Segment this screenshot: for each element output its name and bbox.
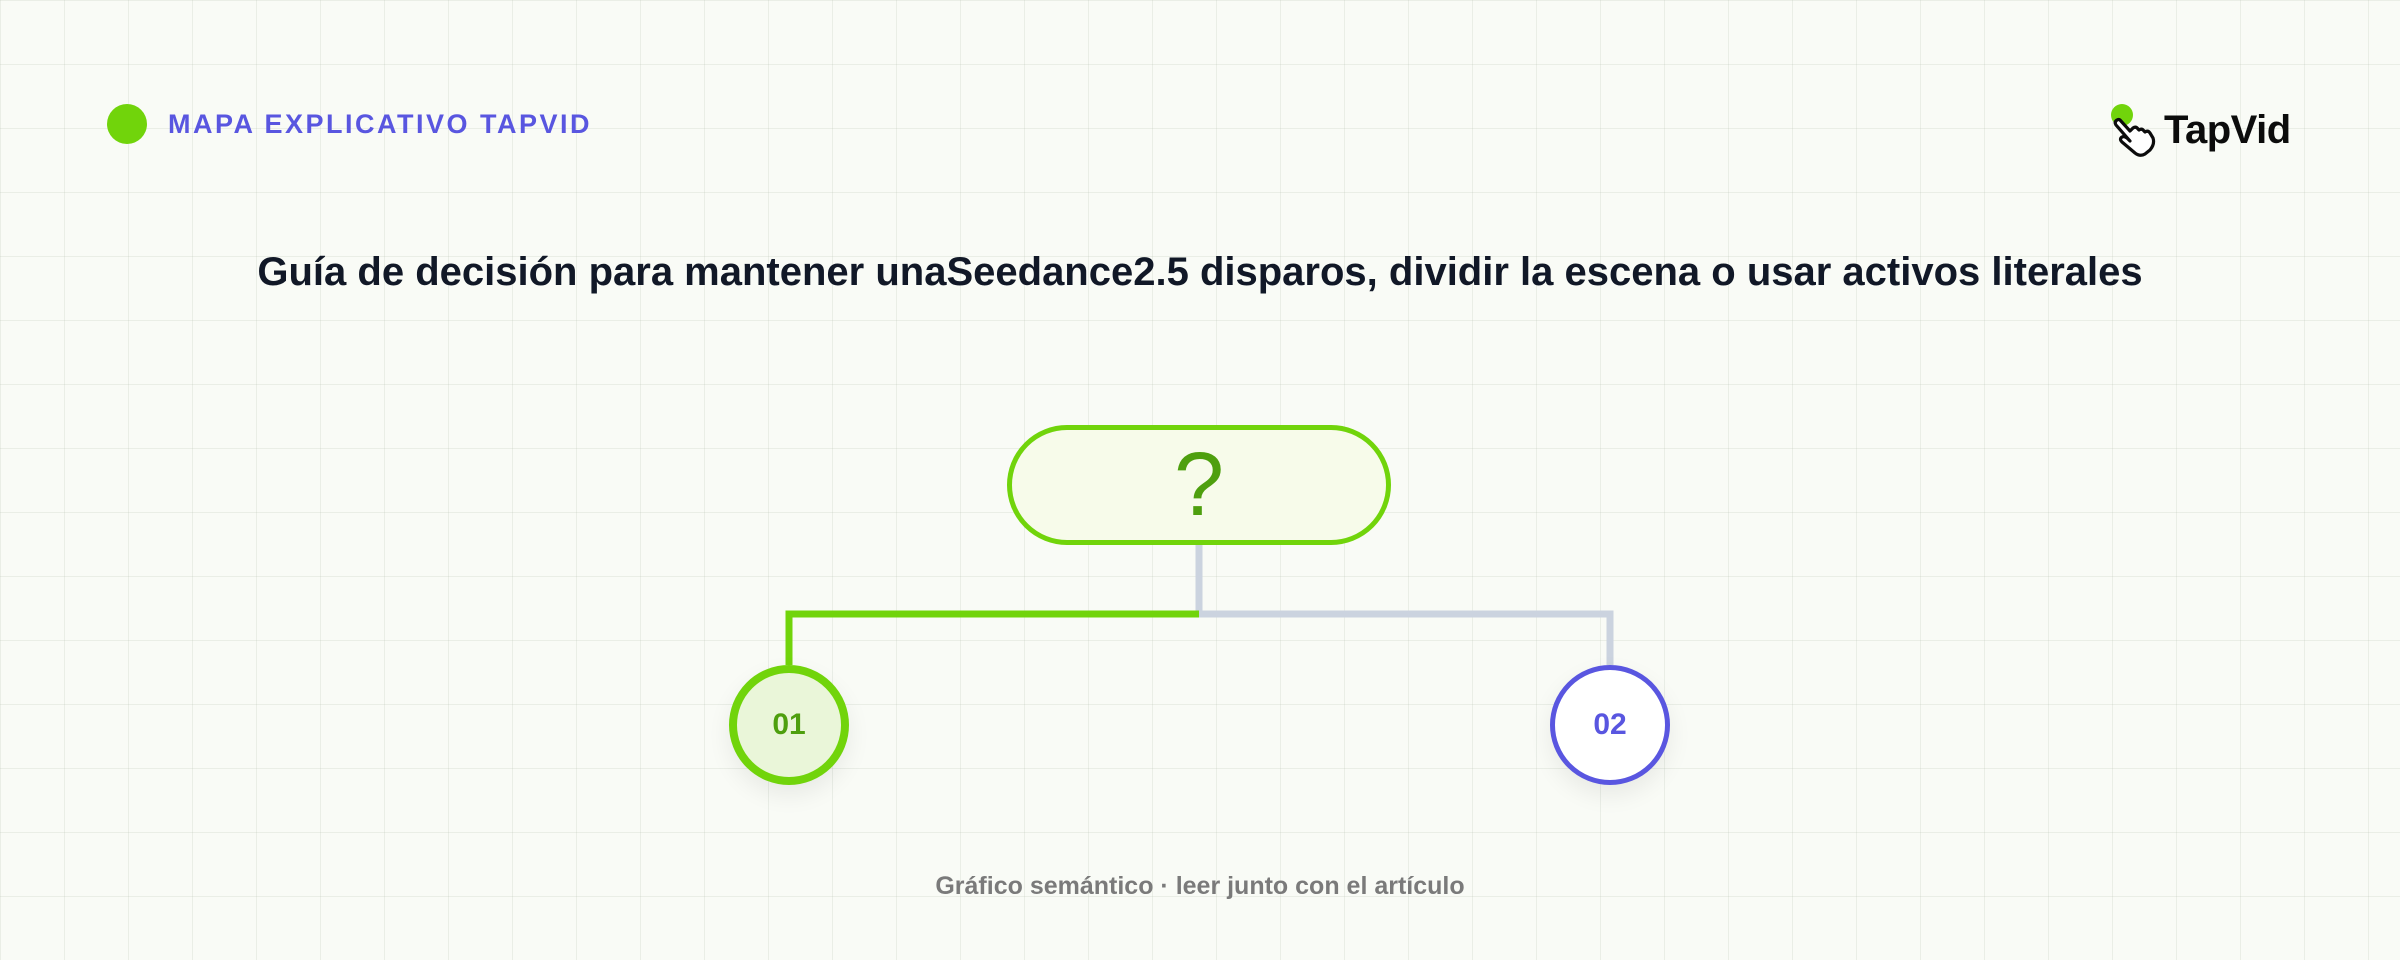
brand-logo: TapVid [2100,98,2291,162]
decision-root-node: ? [1007,425,1391,545]
brand-name: TapVid [2164,108,2291,152]
header-label: MAPA EXPLICATIVO TAPVID [168,109,593,139]
connector-branch-02 [1195,545,1614,665]
hand-pointer-icon [2111,104,2156,157]
branch-node-01: 01 [729,665,849,785]
question-mark: ? [1173,435,1225,535]
branch-node-02: 02 [1550,665,1670,785]
header-dot [107,104,147,144]
page-title: Guía de decisión para mantener unaSeedan… [257,250,2143,294]
connector-branch-01 [785,610,1199,665]
footer-caption: Gráfico semántico · leer junto con el ar… [935,872,1465,900]
